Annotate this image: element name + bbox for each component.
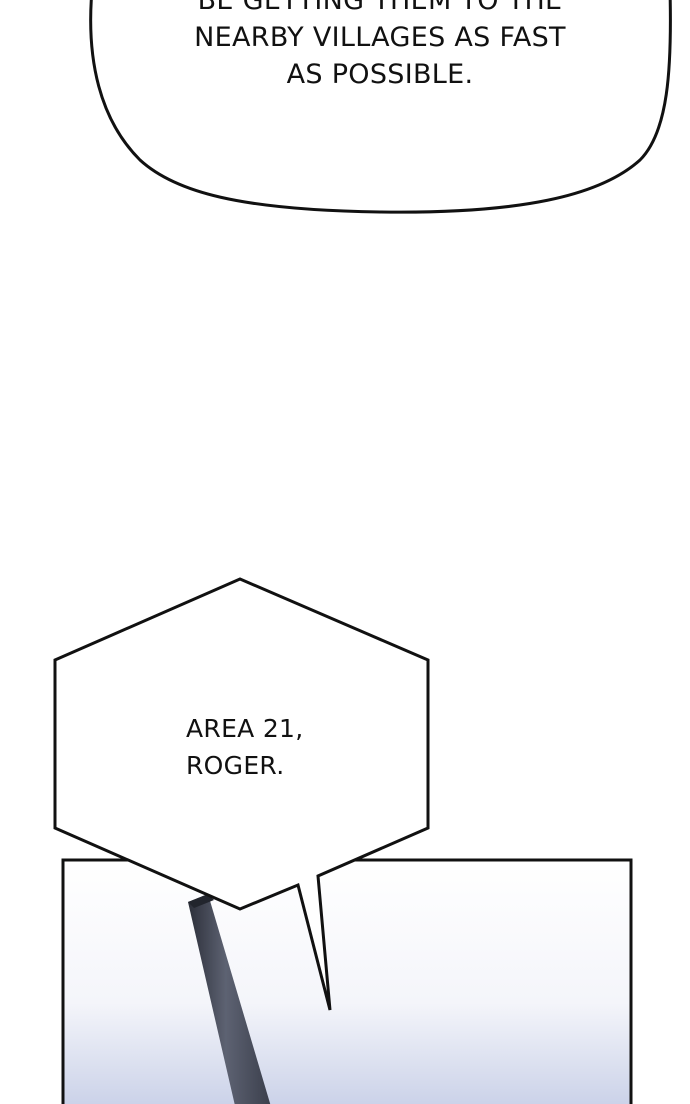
speech-bubble-top-text: BE GETTING THEM TO THE NEARBY VILLAGES A…	[140, 0, 620, 93]
dialogue-line: AS POSSIBLE.	[286, 59, 474, 90]
speech-bubble-top	[89, 0, 672, 214]
dialogue-line: ROGER.	[186, 751, 285, 780]
dialogue-line: AREA 21,	[186, 714, 304, 743]
dialogue-line: BE GETTING THEM TO THE	[197, 0, 563, 16]
dialogue-line: NEARBY VILLAGES AS FAST	[194, 22, 566, 53]
speech-bubble-hex-text: AREA 21, ROGER.	[100, 710, 370, 784]
speech-bubble-hex	[53, 577, 430, 1011]
comic-panel	[61, 858, 633, 1104]
pole	[188, 894, 271, 1104]
